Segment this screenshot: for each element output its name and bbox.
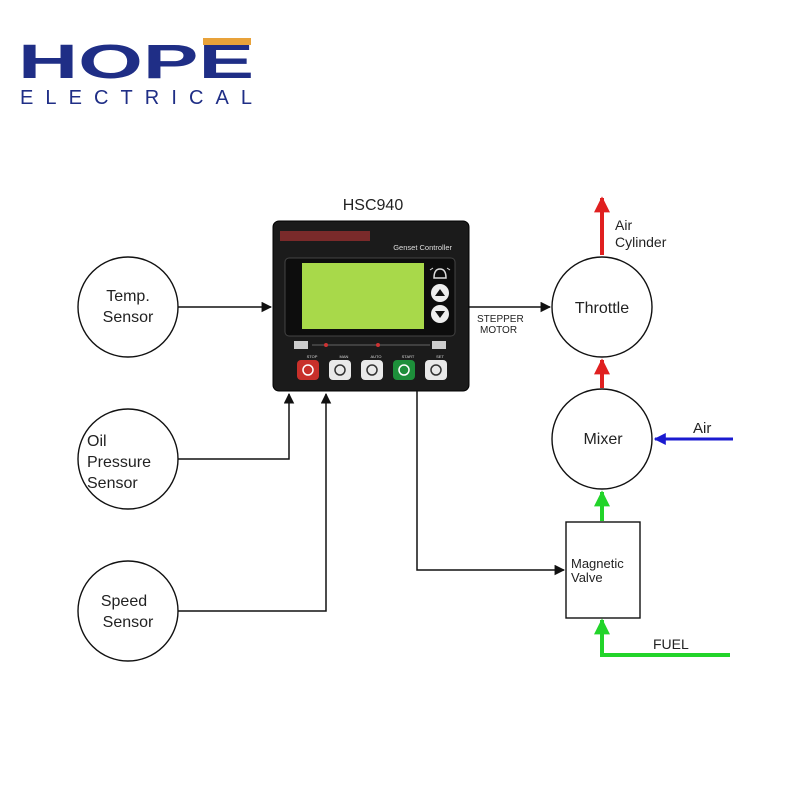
oil-sensor-label-1: Oil — [87, 433, 107, 450]
speed-sensor-node: Speed Sensor — [77, 560, 179, 662]
controller-to-valve-arrow — [416, 391, 566, 576]
air-label: Air — [693, 420, 711, 437]
arrow-up-icon[interactable] — [431, 284, 449, 302]
status-strip — [294, 341, 446, 349]
controller-button-label: SET — [436, 354, 444, 359]
mixer-node: Mixer — [551, 388, 653, 490]
temp-sensor-node: Temp. Sensor — [77, 256, 179, 358]
controller-button-start[interactable]: START — [393, 354, 415, 380]
valve-label-2: Valve — [571, 570, 603, 585]
hand-icon — [334, 364, 346, 376]
speed-to-controller-arrow — [178, 392, 332, 612]
controller-buttons: STOP MAN AUTO START SET — [297, 354, 447, 380]
auto-icon — [366, 364, 378, 376]
oil-to-controller-arrow — [178, 392, 295, 460]
oil-sensor-label-3: Sensor — [87, 475, 138, 492]
controller-button-stop[interactable]: STOP — [297, 354, 319, 380]
stop-icon — [302, 364, 314, 376]
brand-tagline: ELECTRICAL — [20, 87, 252, 109]
genset-controller: Genset Controller STOP MAN AUTO START SET — [272, 220, 470, 392]
stepper-label-1: STEPPER — [477, 314, 524, 325]
magnetic-valve-node: Magnetic Valve — [565, 521, 641, 619]
wrench-icon — [430, 364, 442, 376]
throttle-node: Throttle — [551, 256, 653, 358]
start-icon — [398, 364, 410, 376]
controller-button-label: MAN — [340, 354, 349, 359]
oil-sensor-label-2: Pressure — [87, 454, 151, 471]
throttle-label: Throttle — [575, 300, 629, 317]
controller-button-label: START — [402, 354, 415, 359]
stepper-label-2: MOTOR — [480, 325, 517, 336]
brand-logo: HOPE ELECTRICAL — [18, 36, 254, 109]
fuel-input-arrow — [594, 618, 730, 657]
temp-sensor-label-2: Sensor — [103, 309, 154, 326]
alarm-bell-icon — [429, 267, 451, 279]
speed-sensor-label-2: Sensor — [103, 614, 154, 631]
controller-button-man[interactable]: MAN — [329, 354, 351, 380]
controller-brand-strip — [280, 231, 370, 241]
valve-label-1: Magnetic — [571, 556, 624, 571]
logo-accent-bar — [203, 38, 251, 45]
mixer-label: Mixer — [583, 431, 623, 448]
panel-title: Genset Controller — [393, 243, 452, 252]
air-cylinder-label-1: Air — [615, 217, 632, 233]
controller-button-auto[interactable]: AUTO — [361, 354, 383, 380]
controller-button-set[interactable]: SET — [425, 354, 447, 380]
air-cylinder-label-2: Cylinder — [615, 234, 667, 250]
lcd-screen — [302, 263, 424, 329]
controller-button-label: STOP — [307, 354, 318, 359]
controller-button-label: AUTO — [370, 354, 381, 359]
arrow-down-icon[interactable] — [431, 305, 449, 323]
fuel-label: FUEL — [653, 636, 689, 652]
oil-pressure-sensor-node: Oil Pressure Sensor — [77, 408, 179, 510]
temp-sensor-label-1: Temp. — [106, 288, 150, 305]
controller-model: HSC940 — [343, 197, 404, 214]
speed-sensor-label-1: Speed — [101, 593, 147, 610]
